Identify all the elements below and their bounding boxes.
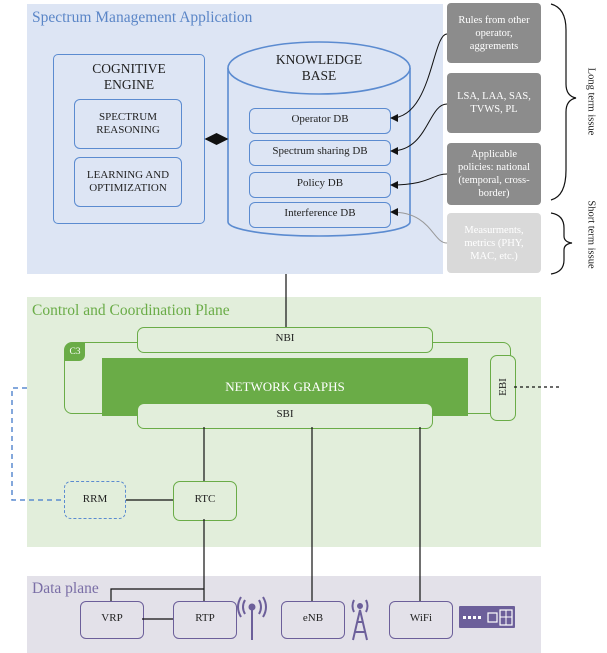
wifi-box: WiFi xyxy=(389,601,453,639)
interference-db: Interference DB xyxy=(249,202,391,228)
control-plane-title: Control and Coordination Plane xyxy=(32,302,230,319)
long-term-brace xyxy=(550,3,577,201)
enb-box: eNB xyxy=(281,601,345,639)
policy-db: Policy DB xyxy=(249,172,391,198)
ebi-box: EBI xyxy=(490,355,516,421)
data-plane-title: Data plane xyxy=(32,580,99,597)
sbi-box: SBI xyxy=(137,403,433,429)
knowledge-base-title: KNOWLEDGE BASE xyxy=(275,52,363,83)
spectrum-management-title: Spectrum Management Application xyxy=(32,9,253,26)
short-term-brace xyxy=(550,212,573,275)
vrp-box: VRP xyxy=(80,601,144,639)
nbi-box: NBI xyxy=(137,327,433,353)
antenna-icon xyxy=(237,596,267,640)
rrm-box: RRM xyxy=(64,481,126,519)
input-measurements: Measurments,metrics (PHY,MAC, etc.) xyxy=(447,213,541,273)
cognitive-engine-title: COGNITIVE ENGINE xyxy=(92,61,166,92)
rules-to-operator-arrow xyxy=(390,33,448,122)
spectrum-sharing-db: Spectrum sharing DB xyxy=(249,140,391,166)
measure-to-interference-arrow xyxy=(390,208,448,244)
rtp-box: RTP xyxy=(173,601,237,639)
policies-to-policy-arrow xyxy=(390,173,448,189)
operator-db: Operator DB xyxy=(249,108,391,134)
c3-label: C3 xyxy=(65,343,85,361)
input-lsa-laa: LSA, LAA, SAS,TVWS, PL xyxy=(447,73,541,133)
cell-tower-icon xyxy=(351,599,369,641)
lsa-to-sharing-arrow xyxy=(390,103,448,155)
router-icon xyxy=(459,606,515,628)
rtc-box: RTC xyxy=(173,481,237,521)
